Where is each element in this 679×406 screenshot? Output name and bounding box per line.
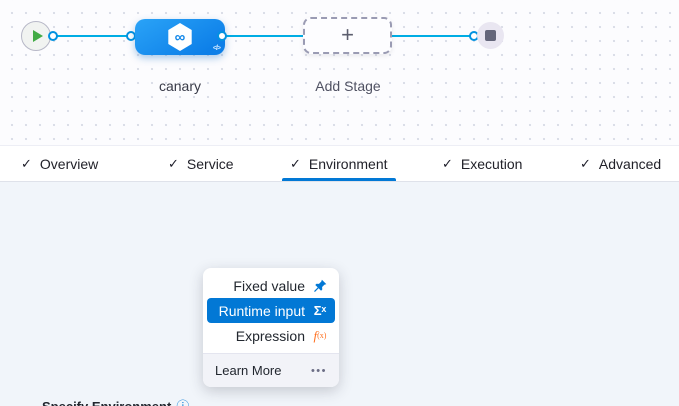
learn-more-label: Learn More [215, 363, 282, 378]
menu-item-label: Fixed value [233, 277, 305, 294]
tab-label: Advanced [598, 155, 662, 172]
connector-dot [48, 31, 58, 41]
check-icon: ✓ [580, 155, 591, 171]
tab-label: Overview [39, 155, 99, 172]
stage-tabbar: ✓ Overview ✓ Service ✓ Environment ✓ Exe… [0, 145, 679, 182]
tab-overview[interactable]: ✓ Overview [21, 146, 98, 181]
check-icon: ✓ [442, 155, 453, 171]
tab-label: Environment [308, 155, 388, 172]
stage-node-canary[interactable]: ∞ </> [135, 19, 225, 55]
fx-icon: f(x) [313, 327, 327, 343]
menu-item-runtime-input[interactable]: Runtime input Σˣ [207, 298, 335, 323]
value-type-dropdown: Fixed value Runtime input Σˣ Expression … [203, 268, 339, 387]
sigma-icon: Σˣ [313, 303, 327, 318]
specify-environment-label: Specify Environment ⓘ [42, 396, 189, 406]
pipeline-start-node [21, 21, 51, 51]
edge-stage-to-add [222, 35, 304, 37]
tab-environment[interactable]: ✓ Environment [282, 146, 396, 181]
tab-advanced[interactable]: ✓ Advanced [580, 146, 661, 181]
cd-hexagon-infinity-icon: ∞ [168, 23, 192, 51]
menu-item-expression[interactable]: Expression f(x) [207, 323, 335, 348]
play-icon [32, 30, 43, 42]
learn-more-row[interactable]: Learn More ••• [203, 353, 339, 387]
pipeline-end-node [477, 22, 504, 49]
add-stage-button[interactable]: + [303, 17, 392, 54]
add-stage-label: Add Stage [315, 78, 381, 94]
edge-start-to-stage [53, 35, 131, 37]
tab-service[interactable]: ✓ Service [168, 146, 234, 181]
pipeline-canvas[interactable]: ∞ </> canary + Add Stage [0, 0, 679, 145]
menu-item-label: Expression [235, 327, 305, 344]
menu-item-label: Runtime input [218, 302, 305, 319]
more-options-icon[interactable]: ••• [310, 364, 327, 377]
stop-icon [485, 30, 496, 41]
pin-icon [312, 279, 328, 293]
tab-execution[interactable]: ✓ Execution [442, 146, 522, 181]
stage-node-label: canary [158, 78, 202, 94]
environment-form: Specify Environmentⓘ Σˣ ‹ Back Continue [0, 182, 679, 406]
check-icon: ✓ [290, 155, 301, 171]
tab-label: Execution [460, 155, 523, 172]
plus-icon: + [341, 21, 354, 47]
info-icon[interactable]: ⓘ [176, 399, 189, 406]
check-icon: ✓ [21, 155, 32, 171]
tab-label: Service [186, 155, 234, 172]
field-label-text: Specify Environment [42, 399, 171, 406]
edge-add-to-end [391, 35, 474, 37]
connector-dot [217, 31, 227, 41]
value-type-options: Fixed value Runtime input Σˣ Expression … [203, 268, 339, 353]
check-icon: ✓ [168, 155, 179, 171]
code-icon: </> [212, 45, 221, 52]
menu-item-fixed-value[interactable]: Fixed value [207, 273, 335, 298]
